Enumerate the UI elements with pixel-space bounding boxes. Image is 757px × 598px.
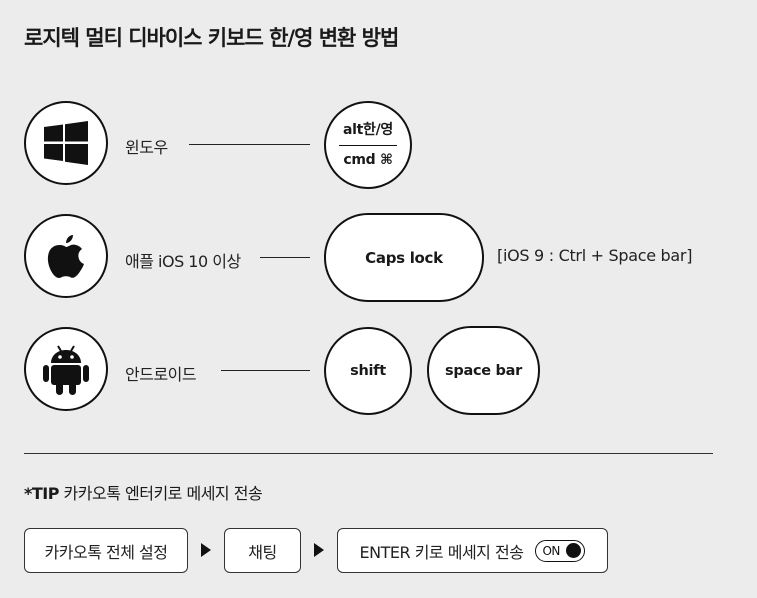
windows-logo-icon [44,121,88,165]
apple-logo-icon [47,235,84,278]
caps-lock-key: Caps lock [324,213,484,302]
windows-label: 윈도우 [125,138,168,157]
windows-circle [24,101,108,185]
toggle-label: ON [542,543,560,558]
step-enter-send: ENTER 키로 메세지 전송 ON [337,528,608,573]
step-chat: 채팅 [224,528,301,573]
android-logo-icon [43,345,89,395]
apple-circle [24,214,108,298]
tip-prefix: *TIP [24,484,59,503]
connector-line [260,257,310,258]
connector-line [189,144,310,145]
tip-body: 카카오톡 엔터키로 메세지 전송 [58,484,263,503]
key-divider [339,145,397,146]
arrow-right-icon [314,543,324,557]
page-title: 로지텍 멀티 디바이스 키보드 한/영 변환 방법 [24,26,399,50]
on-toggle: ON [535,539,586,562]
android-label: 안드로이드 [125,365,197,384]
space-bar-key: space bar [427,326,540,415]
arrow-right-icon [201,543,211,557]
step-label: ENTER 키로 메세지 전송 [359,542,524,562]
alt-cmd-key: alt한/영 cmd ⌘ [324,101,412,189]
step-label: 채팅 [248,542,277,562]
cmd-key-label: cmd ⌘ [343,152,393,168]
shift-key: shift [324,327,412,415]
step-label: 카카오톡 전체 설정 [44,542,168,562]
divider [24,453,713,454]
connector-line [221,370,310,371]
android-circle [24,327,108,411]
ios9-note: [iOS 9 : Ctrl + Space bar] [497,246,693,265]
apple-label: 애플 iOS 10 이상 [125,252,241,271]
alt-key-label: alt한/영 [342,122,393,138]
step-kakao-settings: 카카오톡 전체 설정 [24,528,188,573]
tip-text: *TIP 카카오톡 엔터키로 메세지 전송 [24,480,263,504]
toggle-knob [566,543,582,558]
